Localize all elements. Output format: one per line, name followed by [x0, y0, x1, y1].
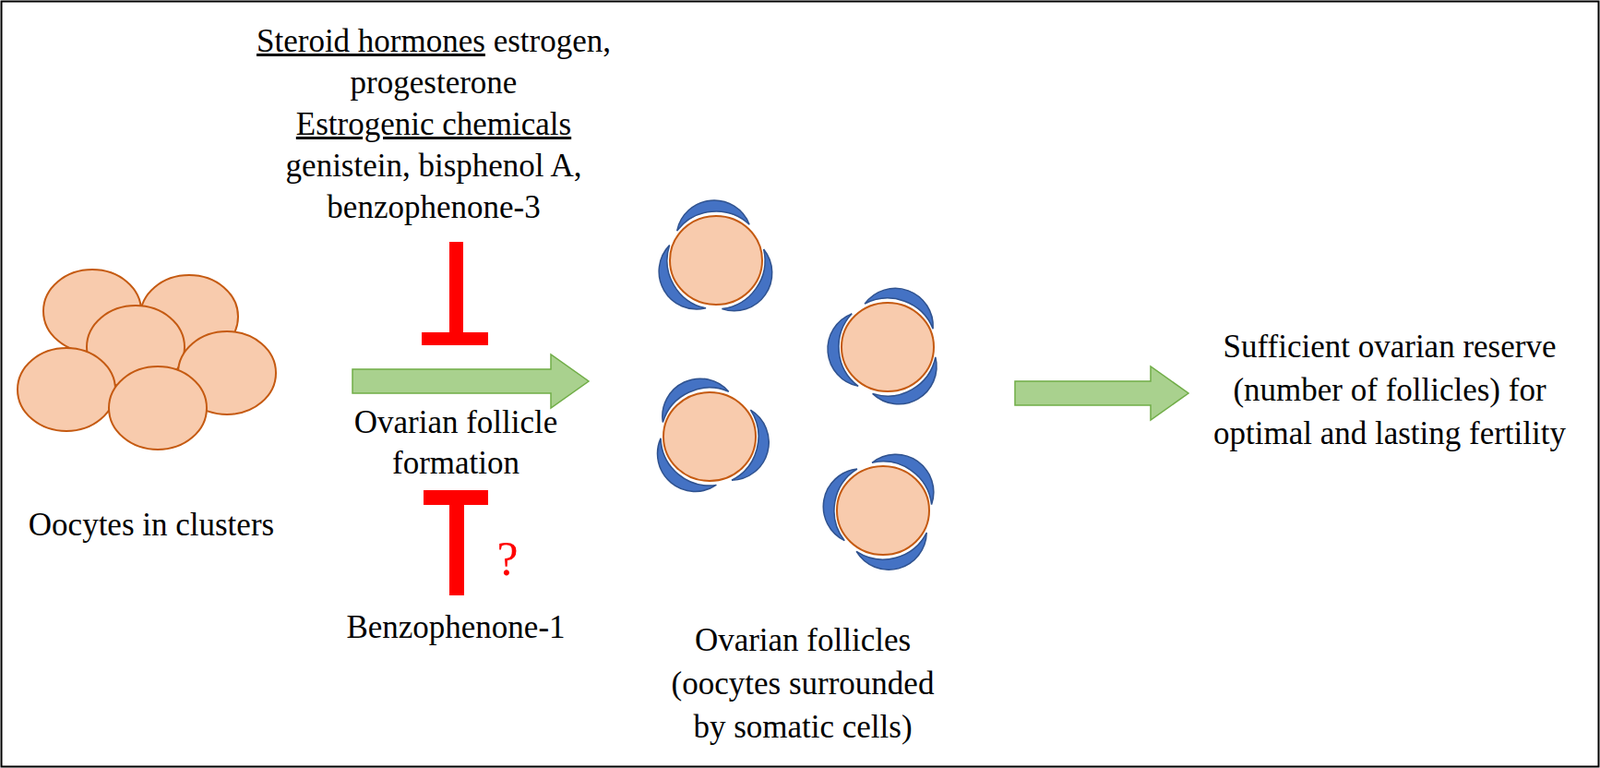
block-arrow [1014, 366, 1189, 420]
text-line: Steroid hormonesestrogen, progesterone [221, 20, 646, 104]
follicle [658, 200, 773, 311]
oocyte-cluster [17, 269, 276, 450]
oocyte [108, 366, 207, 450]
inhibition-symbol [421, 241, 489, 346]
follicle [827, 287, 937, 404]
inhibitor-name: Benzophenone-1 [271, 605, 641, 649]
oocyte [663, 392, 756, 481]
oocyte [836, 465, 930, 555]
category-heading: Steroid hormones [256, 23, 486, 60]
oocyte [841, 302, 934, 392]
node-label: Oocytes in clusters [17, 502, 286, 547]
oocyte-cluster-box: Oocytes in clusters [12, 262, 290, 552]
follicle-group [657, 200, 938, 570]
inhibition-stem [449, 241, 464, 334]
oocyte [17, 347, 116, 431]
inhibition-bar [423, 489, 489, 505]
oocyte [669, 215, 763, 305]
block-arrow [352, 354, 589, 408]
outcome-text-box: Sufficient ovarian reserve (number of fo… [1199, 324, 1580, 461]
node-label: Ovarian follicles (oocytes surrounded by… [655, 618, 951, 749]
follicle-box: Ovarian follicles (oocytes surrounded by… [636, 193, 969, 754]
inhibition-stem [449, 503, 465, 596]
edge-label: Ovarian follicle formation [326, 402, 586, 484]
follicle [657, 378, 770, 491]
inhibitor-names: genistein, bisphenol A, benzophenone-3 [221, 144, 646, 228]
category-heading: Estrogenic chemicals [221, 103, 646, 145]
inhibition-bar [421, 332, 489, 346]
follicle [823, 453, 934, 570]
inhibitor-list: Steroid hormonesestrogen, progesteroneEs… [221, 20, 646, 228]
inhibition-symbol [423, 489, 489, 596]
question-mark: ? [489, 531, 526, 587]
node-label: Sufficient ovarian reserve (number of fo… [1205, 324, 1575, 455]
